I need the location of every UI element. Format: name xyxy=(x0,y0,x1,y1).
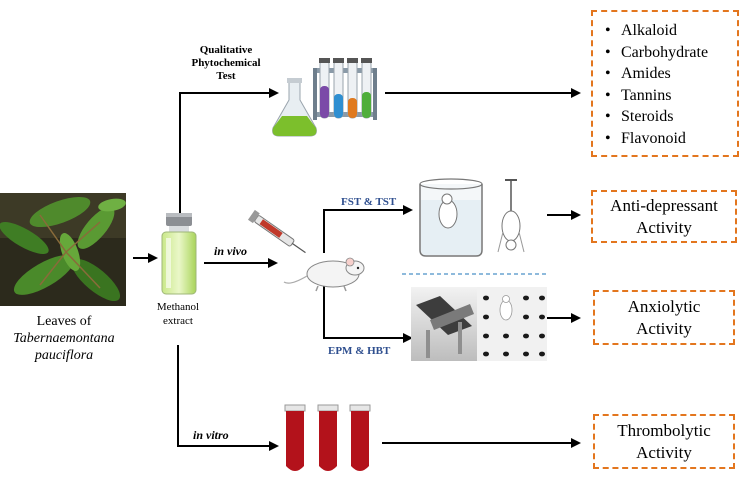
antidepressant-line2: Activity xyxy=(636,217,692,237)
source-label: Leaves of Tabernaemontana pauciflora xyxy=(8,313,120,364)
phytochemical-item: Carbohydrate xyxy=(605,42,737,64)
maze-icon xyxy=(411,287,477,361)
phytochemical-item: Flavonoid xyxy=(605,128,737,150)
phytochemical-list: Alkaloid Carbohydrate Amides Tannins Ste… xyxy=(591,10,739,157)
phytochemical-item: Steroids xyxy=(605,106,737,128)
lab-flask-icon xyxy=(272,78,317,137)
in-vivo-label: in vivo xyxy=(214,244,247,258)
antidepressant-line1: Anti-depressant xyxy=(610,195,718,215)
in-vitro-label: in vitro xyxy=(193,428,229,442)
thrombolytic-box: Thrombolytic Activity xyxy=(593,414,735,469)
phytochemical-item: Amides xyxy=(605,63,737,85)
extract-label-line2: extract xyxy=(163,315,193,327)
anxiolytic-line1: Anxiolytic xyxy=(627,296,701,316)
tail-suspension-icon xyxy=(497,179,525,253)
blood-tubes-icon xyxy=(284,404,371,471)
antidepressant-box: Anti-depressant Activity xyxy=(591,190,737,243)
leaf-photo xyxy=(0,193,126,306)
source-label-line1: Leaves of xyxy=(36,314,92,329)
hole-board-icon xyxy=(477,287,547,361)
mouse-syringe-icon xyxy=(247,209,365,292)
source-label-line2: Tabernaemontana xyxy=(13,331,115,346)
swim-test-icon xyxy=(419,178,483,257)
source-label-line3: pauciflora xyxy=(34,348,94,363)
thrombolytic-line2: Activity xyxy=(636,442,692,462)
anxiolytic-box: Anxiolytic Activity xyxy=(593,290,735,345)
qualitative-label-line1: Qualitative xyxy=(199,44,253,56)
connectors xyxy=(133,88,581,451)
phytochemical-item: Alkaloid xyxy=(605,20,737,42)
qualitative-label: Qualitative Phytochemical Test xyxy=(176,44,276,83)
fst-tst-label: FST & TST xyxy=(341,196,397,208)
thrombolytic-line1: Thrombolytic xyxy=(617,420,711,440)
qualitative-label-line3: Test xyxy=(216,70,236,82)
phytochemical-item: Tannins xyxy=(605,85,737,107)
qualitative-label-line2: Phytochemical xyxy=(191,57,261,69)
epm-hbt-label: EPM & HBT xyxy=(328,345,391,357)
test-tubes-icon xyxy=(313,58,377,120)
vial-icon xyxy=(161,213,197,295)
extract-label: Methanol extract xyxy=(148,300,208,328)
anxiolytic-line2: Activity xyxy=(636,318,692,338)
extract-label-line1: Methanol xyxy=(156,301,200,313)
